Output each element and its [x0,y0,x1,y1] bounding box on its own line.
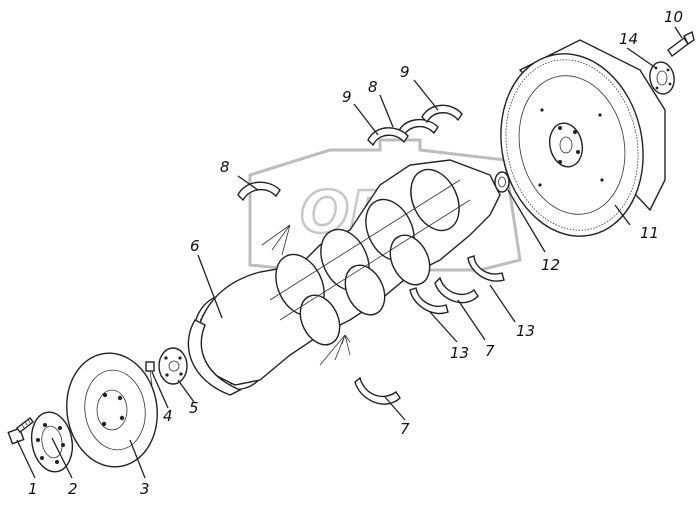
callout-3: 3 [140,480,150,498]
part-14-washer-plate [649,61,675,95]
callout-4: 4 [163,407,173,425]
crankshaft [194,159,501,386]
part-8-bearing-shell-a [237,181,281,202]
part-13-thrust-ring-a [409,287,449,315]
callout-14: 14 [619,30,638,48]
callout-5: 5 [189,399,199,417]
callout-9-left: 9 [342,88,352,106]
callout-11: 11 [640,224,659,242]
callout-13-right: 13 [516,322,535,340]
part-5-hub [158,347,188,385]
part-13-thrust-ring-b [467,255,505,282]
callout-2: 2 [68,480,78,498]
callout-13-lower: 13 [450,344,469,362]
part-4-bolt [145,361,155,386]
callout-8-top: 8 [368,78,378,96]
callout-1: 1 [28,480,38,498]
part-10-bolt [667,30,695,58]
part-2-washer-plate [30,411,74,473]
direction-arrows [261,224,351,366]
part-1-bolt [7,417,34,445]
part-7-bearing-shell-a [354,376,401,405]
part-12-pilot-bearing [494,171,510,193]
callout-6: 6 [190,237,200,255]
callout-10: 10 [664,8,683,26]
callout-7-middle: 7 [485,342,495,360]
part-8-bearing-shell-b [397,118,439,139]
callout-labels: 1 2 3 4 5 6 7 7 8 8 9 9 10 11 12 13 13 1… [28,8,683,498]
part-3-damper-pulley [66,352,158,468]
part-9-thrust-ring-b [421,104,463,124]
callout-7-lower: 7 [400,420,410,438]
seal-ring-front [187,319,242,396]
part-11-flywheel [500,39,666,237]
part-7-bearing-shell-b [434,276,479,304]
callout-12: 12 [541,256,560,274]
callout-9-right: 9 [400,63,410,81]
callout-8-left: 8 [220,158,230,176]
part-9-thrust-ring-a [367,127,409,147]
leader-lines [16,26,683,479]
